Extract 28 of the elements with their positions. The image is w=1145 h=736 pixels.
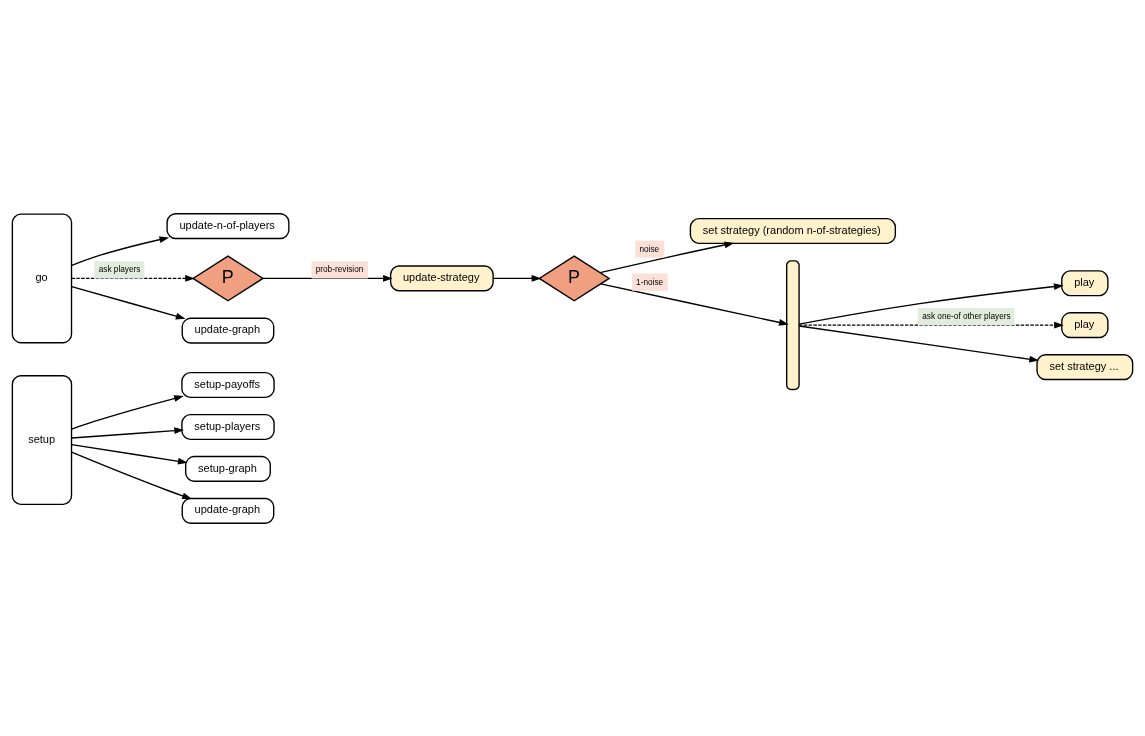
node-box: go — [11, 212, 73, 343]
arrow — [798, 321, 1064, 329]
arrow — [71, 285, 186, 319]
node-box: update-graph — [181, 497, 275, 524]
node-box: update-graph — [181, 317, 275, 344]
node-box: setup-payoffs — [181, 371, 275, 398]
arrow — [71, 274, 195, 282]
node-box: set strategy (random n-of-strategies) — [689, 217, 897, 244]
node-box: update-strategy — [389, 264, 494, 291]
node-box: setup — [11, 374, 73, 505]
node-box: play — [1061, 269, 1109, 296]
arrow — [71, 394, 184, 430]
arrow — [70, 451, 192, 499]
node-diamond: P — [191, 254, 265, 302]
arrow — [798, 324, 1039, 363]
node-box: update-n-of-players — [166, 212, 290, 239]
arrow — [71, 235, 170, 266]
node-box: setup-players — [181, 413, 275, 440]
node-box: play — [1061, 311, 1109, 338]
node-box: set strategy ... — [1036, 353, 1134, 380]
node-diamond: P — [537, 254, 611, 302]
arrow — [71, 443, 188, 465]
arrow — [71, 426, 184, 439]
arrow — [262, 274, 393, 282]
node-bar — [786, 259, 800, 390]
arrow — [492, 274, 542, 282]
arrow — [600, 282, 789, 326]
node-box: setup-graph — [185, 455, 271, 482]
